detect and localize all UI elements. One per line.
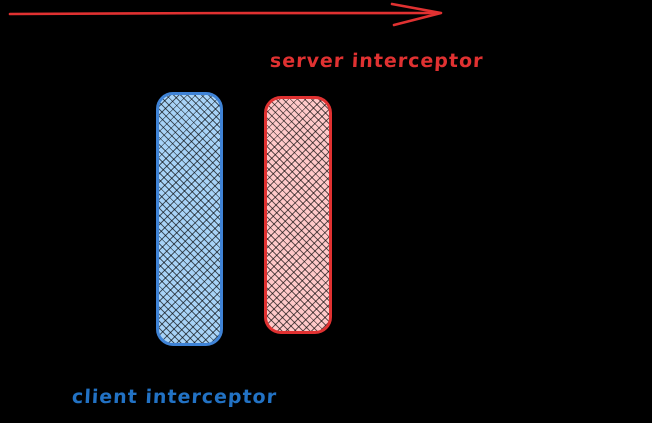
server-interceptor-box [264, 96, 332, 334]
client-interceptor-label: client interceptor [71, 386, 278, 408]
client-interceptor-box [156, 92, 223, 346]
right-arrow-icon [8, 2, 443, 27]
server-interceptor-label: server interceptor [269, 50, 485, 72]
